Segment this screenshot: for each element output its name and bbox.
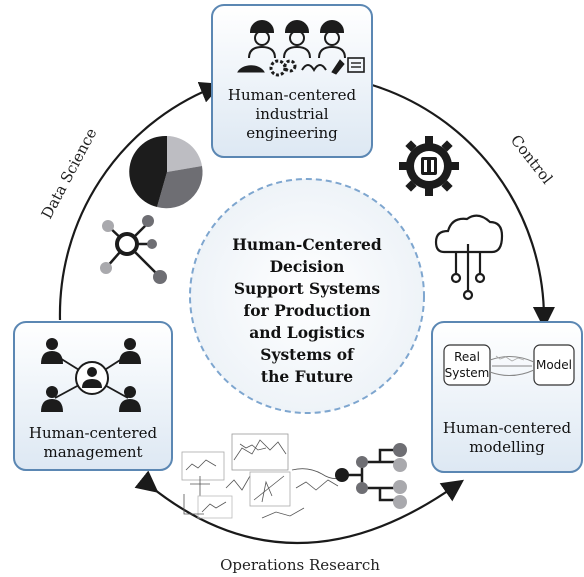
sketch-charts-image [181,433,347,519]
box-management: Human-centered management [13,321,173,471]
right-box-line-2: modelling [469,438,545,456]
real-system-model-diagram: Real System Model [443,344,575,386]
arrow-operations-research [134,470,465,544]
center-line-3: Support Systems [234,279,381,298]
label-operations-research: Operations Research [220,556,380,574]
tools-icon [237,57,365,77]
cloud-circuit-icon [434,214,504,301]
top-box-line-1: Human-centered [228,86,357,104]
model-label: Model [536,358,572,372]
center-circle: Human-Centered Decision Support Systems … [189,178,425,414]
center-line-2: Decision [270,257,345,276]
center-line-4: for Production [244,301,371,320]
label-data-science: Data Science [38,125,101,222]
label-control: Control [507,131,557,187]
network-hub-icon [100,215,167,284]
real-label: Real [454,350,480,364]
top-box-line-2: industrial [255,105,328,123]
arrow-control [371,83,555,329]
top-box-line-3: engineering [246,124,338,142]
center-line-1: Human-Centered [232,235,382,254]
box-industrial-engineering: Human-centered industrial engineering [211,4,373,158]
workers-icon [248,20,346,59]
left-box-line-2: management [43,443,142,461]
pie-chart-icon [129,135,203,209]
center-line-7: the Future [261,367,353,386]
people-network-icon [41,338,141,412]
right-box-line-1: Human-centered [443,419,572,437]
left-box-line-1: Human-centered [29,424,158,442]
center-line-6: Systems of [260,345,355,364]
cycle-arrows [58,82,555,544]
gear-icon [399,136,459,196]
arrow-data-science [58,82,223,321]
system-label: System [445,366,490,380]
box-modelling: Real System Model Human-centered modelli… [431,321,583,473]
hierarchy-tree-icon [335,443,407,509]
center-line-5: and Logistics [249,323,365,342]
